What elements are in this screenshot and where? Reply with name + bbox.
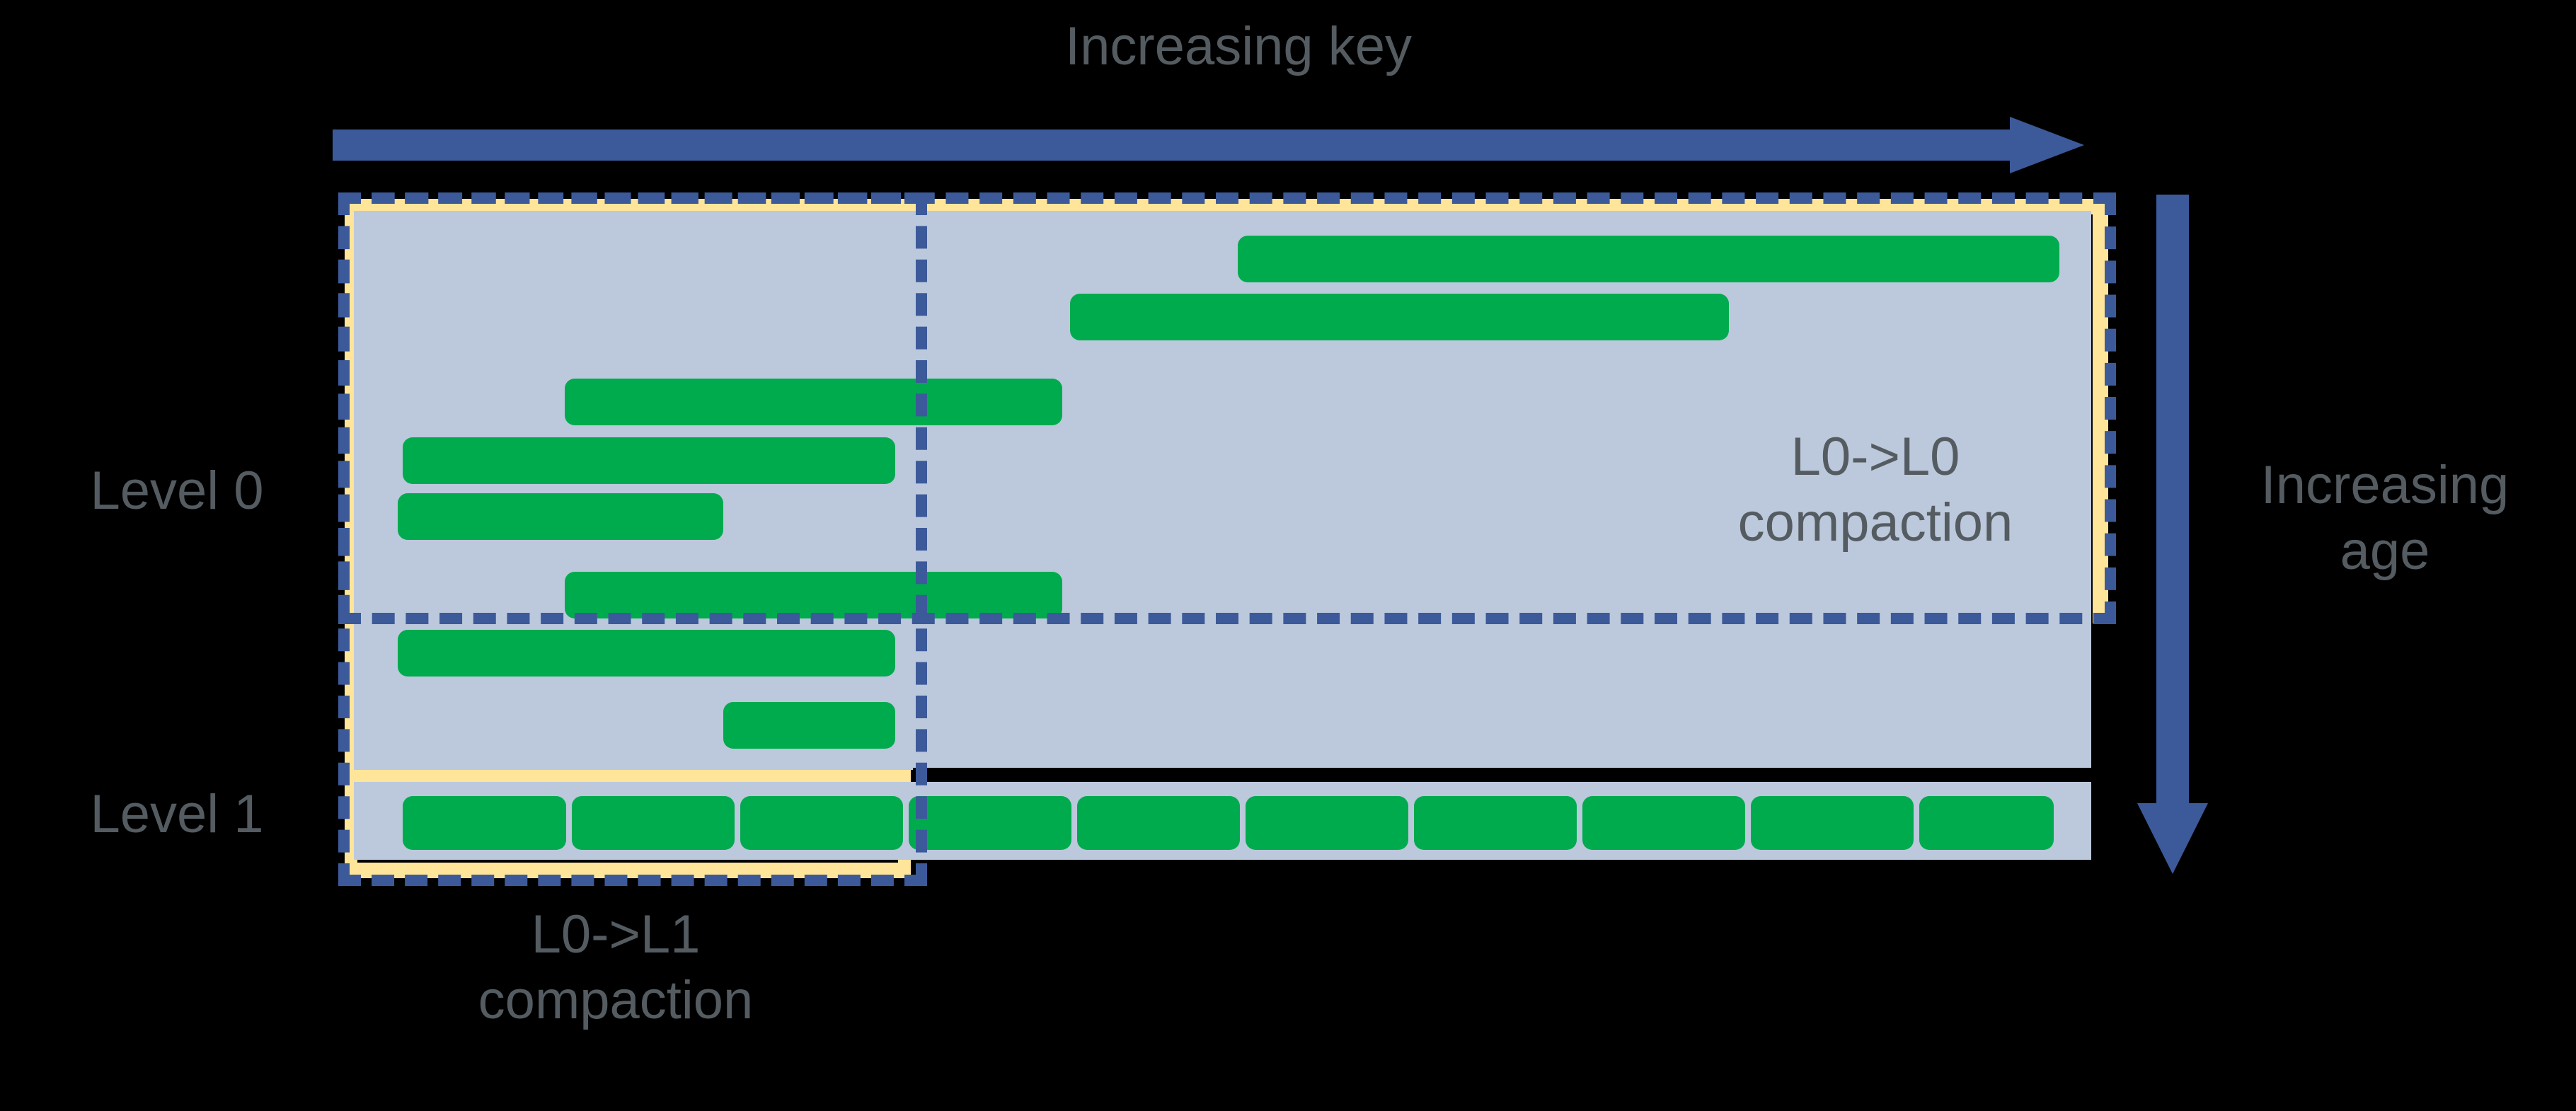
sstable-bar-level1-7 <box>1582 796 1745 850</box>
sstable-bar-level1-3 <box>909 796 1071 850</box>
sstable-bar-level0-2 <box>565 379 1062 425</box>
sstable-bar-level0-4 <box>398 493 723 540</box>
axis-label-increasing-age: Increasing age <box>2260 455 2509 581</box>
level-separator-line <box>913 768 2091 782</box>
sstable-bar-level0-3 <box>403 437 895 484</box>
sstable-bar-level0-5 <box>565 572 1062 618</box>
l0-to-l0-compaction-label: L0->L0 compaction <box>1737 427 2013 553</box>
increasing-key-arrow-icon <box>333 117 2102 173</box>
sstable-bar-level1-9 <box>1919 796 2054 850</box>
arrow-shaft <box>333 129 2024 161</box>
sstable-bar-level0-6 <box>398 630 895 677</box>
arrow-head <box>2137 803 2208 874</box>
highlight-l0l1-middle <box>345 766 911 782</box>
l0-to-l1-compaction-label: L0->L1 compaction <box>478 904 754 1030</box>
sstable-bar-level1-1 <box>572 796 735 850</box>
sstable-bar-level1-0 <box>403 796 566 850</box>
sstable-bar-level0-7 <box>723 702 895 749</box>
sstable-bar-level1-2 <box>740 796 903 850</box>
sstable-bar-level1-5 <box>1246 796 1408 850</box>
highlight-l0l1-bottom <box>345 863 911 878</box>
sstable-bar-level1-8 <box>1751 796 1914 850</box>
l0-to-l1-compaction-outline <box>338 192 927 886</box>
sstable-bar-level1-6 <box>1414 796 1577 850</box>
axis-label-increasing-key: Increasing key <box>1064 16 1413 76</box>
sstable-bar-level0-0 <box>1238 236 2059 282</box>
sstable-bar-level0-1 <box>1070 294 1729 340</box>
level0-label: Level 0 <box>90 461 264 521</box>
level1-label: Level 1 <box>90 784 264 844</box>
increasing-age-arrow-icon <box>2137 195 2208 874</box>
arrow-head <box>2010 117 2084 173</box>
arrow-shaft <box>2156 195 2189 817</box>
highlight-l0l0-right <box>2093 199 2108 623</box>
sstable-bar-level1-4 <box>1077 796 1240 850</box>
